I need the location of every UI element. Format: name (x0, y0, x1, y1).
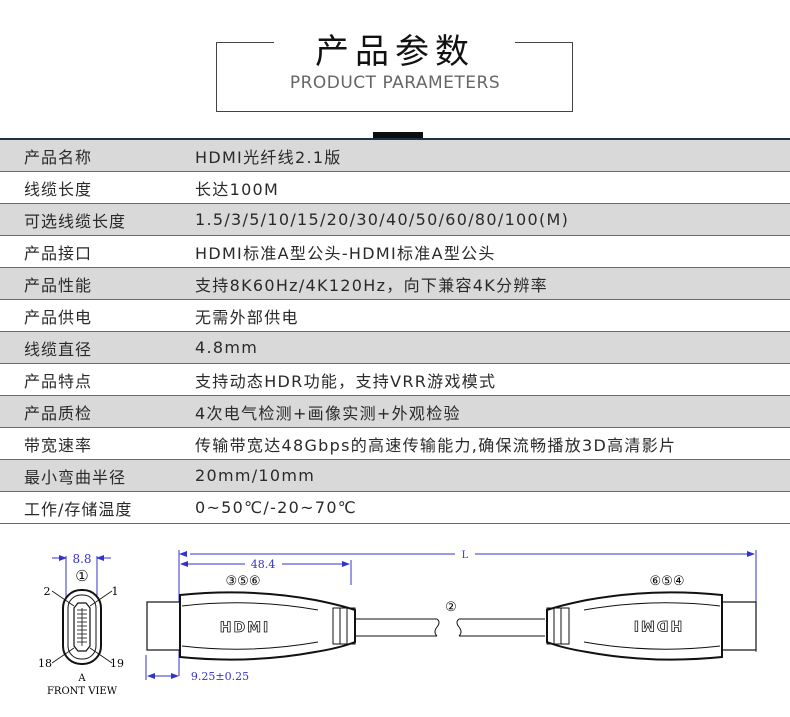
front-view-caption: FRONT VIEW (47, 686, 118, 697)
table-row: 产品质检 4次电气检测+画像实测+外观检验 (0, 396, 790, 428)
param-value: 长达100M (195, 179, 280, 199)
pin-1-label: 1 (112, 585, 119, 598)
param-label: 线缆直径 (24, 339, 93, 359)
left-strain-relief (332, 607, 356, 645)
param-label: 产品性能 (24, 275, 93, 295)
cable: ② (355, 600, 545, 637)
param-label: 产品质检 (24, 403, 93, 423)
table-row: 带宽速率 传输带宽达48Gbps的高速传输能力,确保流畅播放3D高清影片 (0, 428, 790, 460)
param-value: 4次电气检测+画像实测+外观检验 (195, 403, 461, 423)
param-label: 最小弯曲半径 (24, 467, 127, 487)
plug-length-label: 48.4 (251, 558, 276, 571)
param-label: 线缆长度 (24, 179, 93, 199)
pin-18-label: 18 (38, 657, 52, 670)
table-row: 产品供电 无需外部供电 (0, 300, 790, 332)
left-logo: HDMI (220, 620, 270, 636)
table-row: 线缆长度 长达100M (0, 172, 790, 204)
pin-socket (73, 602, 91, 652)
param-value: 4.8mm (195, 338, 259, 357)
front-width-label: 8.8 (72, 552, 91, 566)
param-value: 0~50℃/-20~70℃ (195, 498, 358, 517)
table-row: 可选线缆长度 1.5/3/5/10/15/20/30/40/50/60/80/10… (0, 204, 790, 236)
left-metal-tip (146, 601, 181, 651)
header-frame (216, 42, 573, 112)
table-row: 线缆直径 4.8mm (0, 332, 790, 364)
frame-line-left (217, 42, 274, 43)
param-label: 产品供电 (24, 307, 93, 327)
pin-2-label: 2 (44, 585, 51, 598)
param-value: HDMI标准A型公头-HDMI标准A型公头 (195, 243, 496, 263)
frame-line-right (515, 42, 572, 43)
front-view-letter: A (77, 673, 86, 684)
accent-bar (373, 132, 423, 139)
table-row: 产品名称 HDMI光纤线2.1版 (0, 140, 790, 172)
cable-diagram: 8.8 ① 2 1 18 19 A FRONT VIEW L 48. (38, 550, 757, 697)
param-value: 1.5/3/5/10/15/20/30/40/50/60/80/100(M) (195, 210, 570, 229)
pin-19-label: 19 (110, 657, 124, 670)
params-table: 产品名称 HDMI光纤线2.1版线缆长度 长达100M 可选线缆长度 1.5/3/5/1… (0, 138, 790, 524)
left-connector: ③⑤⑥ HDMI (146, 574, 356, 661)
right-logo: HDMI (632, 617, 682, 633)
tip-length-label: 9.25±0.25 (191, 670, 249, 683)
param-value: 无需外部供电 (195, 307, 299, 327)
length-label: L (462, 550, 469, 561)
right-strain-relief (546, 607, 570, 645)
right-connector: ⑥⑤④ HDMI (546, 574, 757, 661)
cable-marker: ② (445, 600, 457, 615)
page-subtitle: PRODUCT PARAMETERS (289, 73, 501, 93)
param-label: 带宽速率 (24, 435, 93, 455)
front-view: 8.8 ① 2 1 18 19 A FRONT VIEW (38, 552, 124, 697)
connector-inner (67, 594, 97, 660)
param-value: 20mm/10mm (195, 466, 316, 485)
param-label: 工作/存储温度 (24, 499, 133, 519)
front-marker: ① (75, 567, 88, 585)
table-row: 产品特点 支持动态HDR功能，支持VRR游戏模式 (0, 364, 790, 396)
param-label: 产品名称 (24, 147, 93, 167)
param-value: HDMI光纤线2.1版 (195, 147, 342, 167)
param-label: 可选线缆长度 (24, 211, 127, 231)
page-title: 产品参数 (315, 32, 475, 72)
param-value: 支持8K60Hz/4K120Hz，向下兼容4K分辨率 (195, 275, 548, 295)
table-row: 产品接口 HDMI标准A型公头-HDMI标准A型公头 (0, 236, 790, 268)
table-row: 工作/存储温度 0~50℃/-20~70℃ (0, 492, 790, 524)
connector-shell (62, 589, 102, 665)
param-label: 产品特点 (24, 371, 93, 391)
pin-array (77, 608, 87, 646)
table-row: 产品性能 支持8K60Hz/4K120Hz，向下兼容4K分辨率 (0, 268, 790, 300)
left-markers: ③⑤⑥ (226, 574, 261, 589)
right-metal-tip (721, 601, 757, 651)
param-label: 产品接口 (24, 243, 93, 263)
table-row: 最小弯曲半径 20mm/10mm (0, 460, 790, 492)
right-markers: ⑥⑤④ (650, 574, 685, 589)
param-value: 传输带宽达48Gbps的高速传输能力,确保流畅播放3D高清影片 (195, 435, 677, 455)
param-value: 支持动态HDR功能，支持VRR游戏模式 (195, 371, 497, 391)
